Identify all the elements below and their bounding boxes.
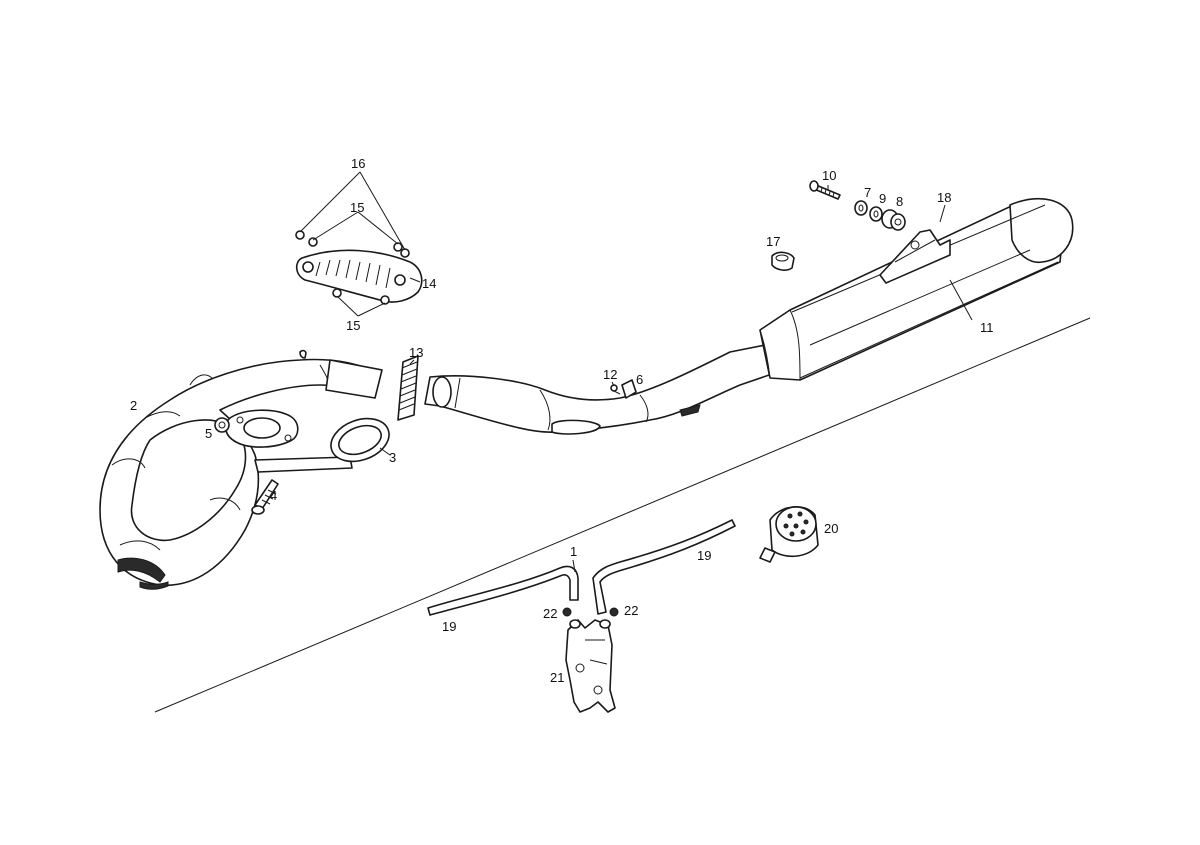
- grommet-part-17[interactable]: [771, 251, 795, 271]
- sleeve-part-13[interactable]: [397, 355, 419, 421]
- gasket-ring-part-3[interactable]: [325, 411, 395, 469]
- bolt-part-4[interactable]: [251, 479, 279, 515]
- leader-lines: [299, 171, 973, 573]
- washer-part-9[interactable]: [869, 206, 883, 222]
- callout-4: 4: [270, 488, 277, 503]
- clamp-part-22-left[interactable]: [562, 607, 572, 617]
- washers-part-15-top[interactable]: [308, 237, 403, 252]
- callout-15-top: 15: [350, 200, 364, 215]
- callout-2: 2: [130, 398, 137, 413]
- washers-part-15-bottom[interactable]: [332, 288, 390, 305]
- callout-13: 13: [409, 345, 423, 360]
- callout-16: 16: [351, 156, 365, 171]
- clamp-part-22-right[interactable]: [609, 607, 619, 617]
- clamp-part-6[interactable]: [621, 379, 637, 399]
- screws-part-16[interactable]: [295, 230, 410, 258]
- hose-part-19-right[interactable]: [592, 519, 736, 615]
- callout-19-right: 19: [697, 548, 711, 563]
- callout-1: 1: [570, 544, 577, 559]
- hose-part-19-left[interactable]: [427, 565, 579, 616]
- callout-labels: 1 2 3 4 5 6 7 8 9 10 11 12 13 14 15 15 1…: [130, 156, 994, 685]
- callout-21: 21: [550, 670, 564, 685]
- reference-line: [154, 317, 1091, 713]
- valve-body-part-21[interactable]: [565, 619, 616, 713]
- callout-7: 7: [864, 185, 871, 200]
- expansion-chamber-part-2[interactable]: [99, 349, 383, 590]
- callout-19-left: 19: [442, 619, 456, 634]
- callout-20: 20: [824, 521, 838, 536]
- callout-12: 12: [603, 367, 617, 382]
- bracket-part-18[interactable]: [879, 229, 951, 284]
- callout-5: 5: [205, 426, 212, 441]
- callout-8: 8: [896, 194, 903, 209]
- callout-11: 11: [980, 320, 994, 335]
- callout-14: 14: [422, 276, 436, 291]
- callout-6: 6: [636, 372, 643, 387]
- callout-18: 18: [937, 190, 951, 205]
- callout-15-bottom: 15: [346, 318, 360, 333]
- callout-10: 10: [822, 168, 836, 183]
- silencer-inlet-pipe[interactable]: [424, 343, 776, 435]
- nut-part-5[interactable]: [214, 417, 230, 433]
- silencer-part-11[interactable]: [759, 197, 1074, 381]
- filter-part-20[interactable]: [759, 506, 819, 563]
- bolt-part-10[interactable]: [809, 180, 841, 200]
- screw-part-12[interactable]: [610, 384, 621, 395]
- bushing-part-8[interactable]: [881, 209, 906, 231]
- chamber-flange: [224, 409, 353, 473]
- heat-shield-part-14[interactable]: [295, 249, 423, 303]
- callout-17: 17: [766, 234, 780, 249]
- callout-22-right: 22: [624, 603, 638, 618]
- washer-part-7[interactable]: [854, 200, 868, 216]
- callout-3: 3: [389, 450, 396, 465]
- callout-9: 9: [879, 191, 886, 206]
- callout-22-left: 22: [543, 606, 557, 621]
